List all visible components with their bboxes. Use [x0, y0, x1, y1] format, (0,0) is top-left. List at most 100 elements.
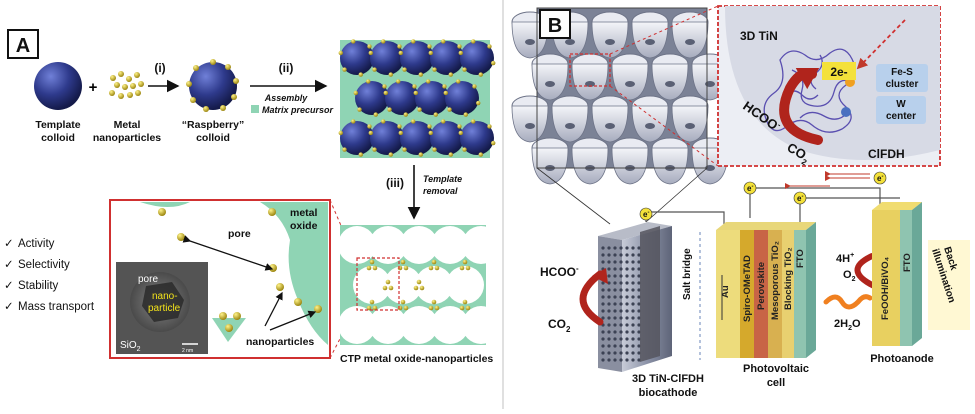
cathode-pore-dot	[601, 281, 605, 285]
assembled-np	[398, 130, 403, 136]
enzyme-zoom: 3D TiN 2e- Fe-S cluster W center HCOO- C…	[717, 5, 941, 167]
cathode-pore-dot	[637, 281, 641, 285]
cathode-pore-dot	[601, 253, 605, 257]
assembled-np	[351, 39, 356, 44]
assembled-np	[487, 44, 492, 49]
assembled-np	[463, 112, 468, 117]
tin-pore-hole	[545, 81, 555, 87]
cathode-pore-dot	[625, 351, 629, 355]
ctp-np	[434, 305, 440, 311]
pv-layer-perovskite: Perovskite	[756, 262, 767, 310]
tin-pore-hole	[585, 81, 595, 87]
cathode-pore-dot	[625, 344, 629, 348]
bullet-check-2: ✓	[4, 259, 14, 271]
fe-s-label-2: cluster	[886, 79, 919, 90]
cathode-pore-dot	[613, 344, 617, 348]
cathode-pore-dot	[637, 344, 641, 348]
assembled-colloid	[340, 41, 374, 75]
cathode-pore-dot	[631, 246, 635, 250]
step-ii-caption-2: Matrix precursor	[262, 105, 334, 115]
ctp-np	[459, 265, 465, 271]
ctp-np	[400, 259, 406, 265]
zoom-connector-top	[609, 5, 719, 55]
assembled-np	[457, 124, 462, 129]
tin-pore-hole	[645, 123, 655, 129]
assembled-np	[443, 90, 448, 96]
assembled-np	[432, 67, 437, 72]
ctp-np	[382, 285, 388, 291]
svg-text:e-: e-	[877, 174, 883, 183]
cathode-pore-dot	[613, 281, 617, 285]
metal-np-label-1: Metal	[114, 119, 141, 131]
assembled-np	[338, 50, 343, 56]
cathode-reaction-arrow	[579, 270, 604, 326]
salt-bridge-label: Salt bridge	[682, 248, 693, 300]
ctp-np	[431, 299, 437, 305]
tin-pore-hole	[565, 39, 575, 45]
tin-pore-hole	[685, 123, 695, 129]
assembled-np	[367, 124, 372, 129]
assembled-np	[353, 90, 358, 96]
ctp-np	[431, 259, 437, 265]
assembled-np	[411, 39, 416, 44]
cathode-pore-dot	[631, 330, 635, 334]
assembled-colloid	[370, 41, 404, 75]
step-iii-caption-2: removal	[423, 186, 458, 196]
fe-s-label-1: Fe-S	[891, 67, 913, 78]
ctp-np	[366, 305, 372, 311]
cathode-pore-dot	[625, 330, 629, 334]
cathode-pore-dot	[625, 337, 629, 341]
tin-pore-hole	[565, 123, 575, 129]
cathode-pore-dot	[607, 274, 611, 278]
assembled-np	[457, 44, 462, 49]
cathode-pore-dot	[631, 323, 635, 327]
tem-pore-label: pore	[138, 274, 158, 285]
cathode-pore-dot	[625, 281, 629, 285]
assembled-np	[357, 107, 362, 112]
cathode-pore-dot	[631, 351, 635, 355]
cathode-pore-dot	[637, 323, 641, 327]
cathode-pore-dot	[619, 358, 623, 362]
raspberry-colloid	[186, 59, 239, 112]
cathode-pore-dot	[631, 295, 635, 299]
cathode-pore-dot	[637, 351, 641, 355]
cathode-pore-dot	[613, 302, 617, 306]
cathode-pore-dot	[625, 316, 629, 320]
water-label: 2H2O	[834, 318, 861, 332]
zoom-connector-bottom	[609, 85, 719, 167]
assembled-np	[487, 124, 492, 129]
tin-pore-hole	[605, 123, 615, 129]
illumination-beam	[928, 240, 970, 330]
assembled-np	[382, 84, 387, 89]
cathode-pore-dot	[619, 288, 623, 292]
ctp-np	[369, 259, 375, 265]
assembled-np	[388, 72, 393, 77]
assembled-np	[383, 90, 388, 96]
ctp-np	[397, 265, 403, 271]
photoanode-layer-fto: FTO	[902, 253, 913, 272]
cathode-pore-dot	[619, 337, 623, 341]
assembled-np	[367, 44, 372, 49]
assembled-np	[458, 50, 463, 56]
template-colloid	[34, 62, 82, 110]
pv-caption-2: cell	[767, 377, 785, 389]
assembled-np	[462, 67, 467, 72]
cathode-pore-dot	[601, 351, 605, 355]
assembled-np	[373, 112, 378, 117]
assembled-np	[338, 130, 343, 136]
plus-sign: +	[89, 79, 98, 96]
cathode-pore-dot	[625, 253, 629, 257]
inset-nanoparticles-label: nanoparticles	[246, 336, 314, 348]
tin-pore-hole	[625, 81, 635, 87]
raspberry-label-2: colloid	[196, 132, 230, 144]
cathode-pore-dot	[607, 323, 611, 327]
assembled-np	[381, 39, 386, 44]
ctp-pore	[338, 306, 376, 344]
assembled-np	[442, 84, 447, 89]
assembled-np	[411, 119, 416, 124]
metal-np-label-2: nanoparticles	[93, 132, 161, 144]
assembled-np	[441, 39, 446, 44]
panel-a: A Template colloid + Metal nanoparticles…	[4, 29, 500, 365]
cathode-pore-dot	[613, 358, 617, 362]
tem-micrograph: pore nano- particle SiO2 2 nm	[116, 262, 208, 354]
